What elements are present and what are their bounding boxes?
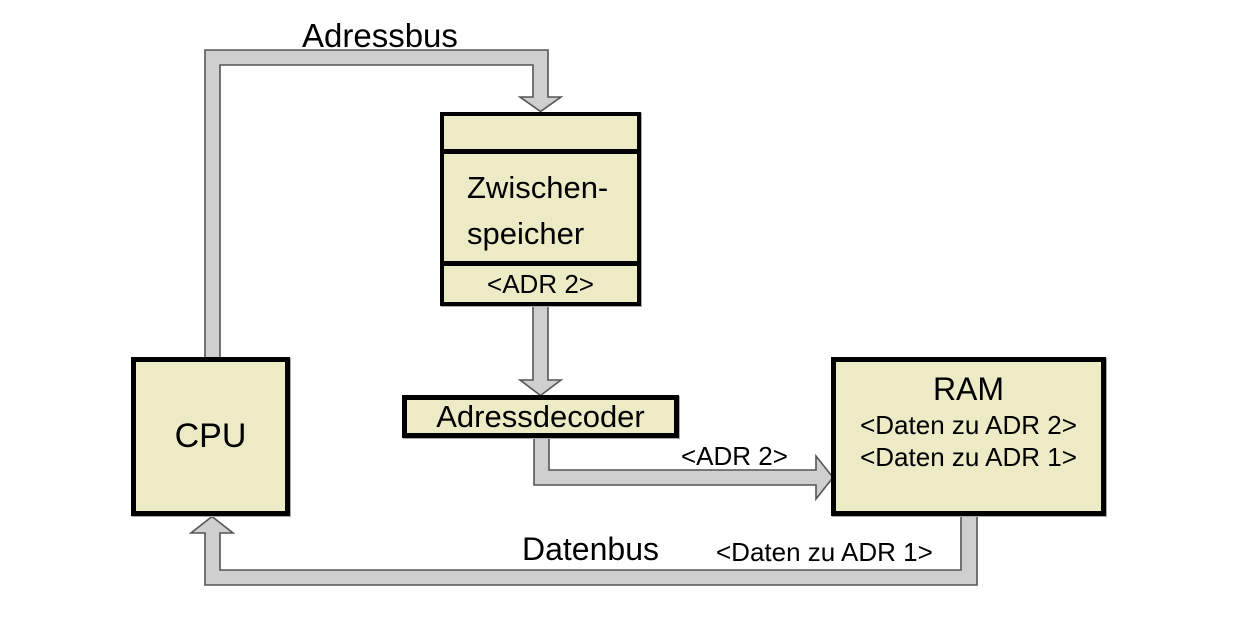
buffer-name-line2: speicher (467, 216, 585, 251)
datenbus-pipe-arrow-icon (188, 512, 978, 586)
adressdecoder-label: Adressdecoder (436, 398, 645, 434)
adressbus-pipe-arrow-icon (204, 49, 564, 361)
ram-cell-adr2: <Daten zu ADR 2> (860, 410, 1077, 440)
buffer-empty-slot (444, 116, 637, 154)
adr2-bus-label: <ADR 2> (681, 441, 788, 471)
datenbus-label: Datenbus (522, 531, 659, 567)
node-zwischenspeicher: Zwischen- speicher <ADR 2> (440, 112, 641, 306)
ram-cell-adr1: <Daten zu ADR 1> (860, 442, 1077, 472)
buffer-name-line1: Zwischen- (467, 170, 609, 205)
adressbus-label: Adressbus (302, 17, 458, 54)
node-adressdecoder: Adressdecoder (402, 395, 679, 438)
cpu-label: CPU (174, 417, 247, 455)
buffer-name: Zwischen- speicher (444, 154, 637, 266)
node-cpu: CPU (131, 357, 290, 516)
decoder-to-ram-pipe-arrow-icon (533, 434, 835, 502)
node-ram: RAM <Daten zu ADR 2> <Daten zu ADR 1> (831, 357, 1106, 516)
buffer-stored-address: <ADR 2> (487, 268, 594, 299)
buffer-to-decoder-arrow-icon (517, 302, 564, 397)
datenbus-payload-label: <Daten zu ADR 1> (716, 537, 933, 567)
ram-label: RAM (932, 371, 1005, 407)
